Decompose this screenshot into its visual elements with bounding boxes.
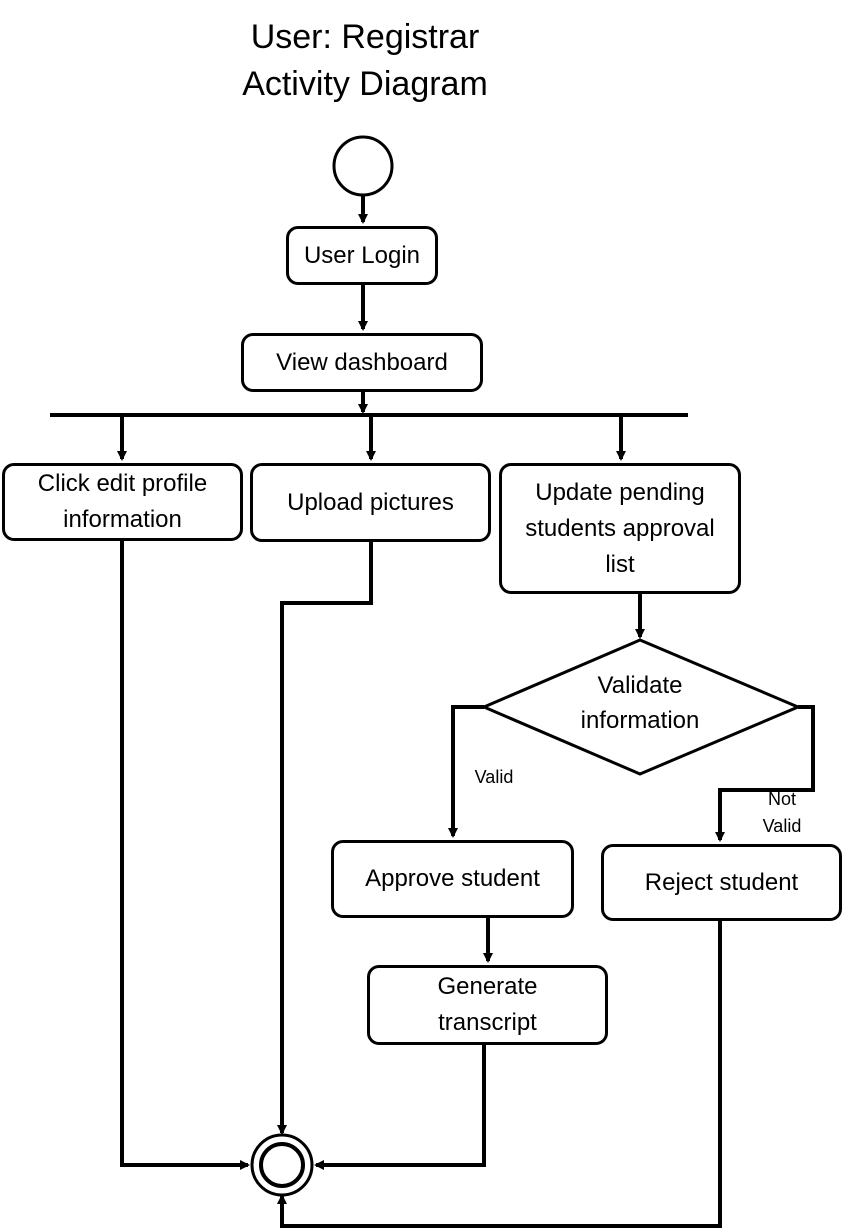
guard-not-valid-line2: Valid: [762, 816, 802, 836]
activity-update-pending-label-1: Update pending: [535, 478, 705, 506]
activity-generate-transcript: Generate transcript: [367, 965, 608, 1045]
flow-transcript-to-end: [314, 1045, 486, 1170]
guard-valid: Valid: [474, 767, 514, 787]
decision-label-line2: information: [580, 707, 700, 734]
activity-view-dashboard-label: View dashboard: [276, 348, 448, 376]
activity-generate-transcript-label-1: Generate: [437, 973, 538, 1000]
activity-user-login: User Login: [286, 226, 438, 285]
activity-update-pending: Update pending students approval list: [499, 463, 741, 594]
initial-node: [332, 135, 394, 197]
flow-edit-profile-to-end: [120, 541, 250, 1170]
activity-upload-pictures-label: Upload pictures: [287, 488, 454, 516]
diagram-title-line2: Activity Diagram: [242, 65, 488, 103]
activity-approve-student-label: Approve student: [365, 865, 540, 892]
activity-edit-profile: Click edit profile information: [2, 463, 243, 541]
activity-view-dashboard: View dashboard: [241, 333, 483, 392]
activity-user-login-label: User Login: [303, 241, 421, 269]
activity-reject-student: Reject student: [601, 844, 842, 921]
activity-approve-student: Approve student: [331, 840, 574, 918]
flow-not-valid-to-reject: [715, 705, 815, 842]
final-node: [250, 1133, 314, 1197]
activity-generate-transcript-label-2: transcript: [438, 1009, 537, 1036]
activity-edit-profile-label-2: information: [63, 506, 182, 533]
flow-reject-to-end: [277, 921, 722, 1228]
activity-update-pending-label-2: students approval: [525, 514, 715, 542]
decision-validate-information: [480, 638, 802, 776]
activity-reject-student-label: Reject student: [644, 868, 799, 896]
flow-upload-pictures-to-end: [277, 542, 373, 1135]
activity-update-pending-label-3: list: [605, 550, 635, 578]
activity-upload-pictures: Upload pictures: [250, 463, 491, 542]
decision-label-line1: Validate: [597, 672, 683, 699]
guard-not-valid-line1: Not: [767, 789, 796, 809]
diagram-title-line1: User: Registrar: [250, 18, 480, 56]
activity-edit-profile-label-1: Click edit profile: [37, 470, 208, 497]
flow-valid-to-approve: [448, 705, 484, 838]
